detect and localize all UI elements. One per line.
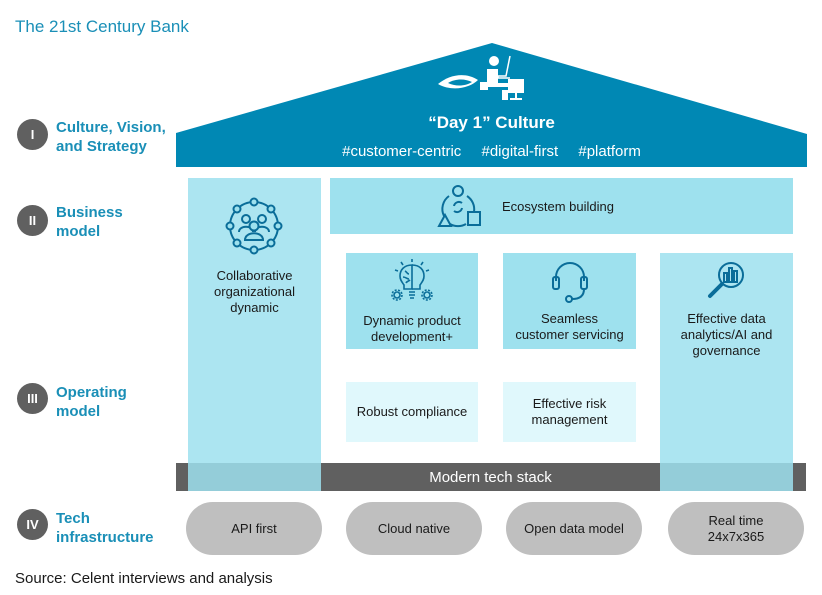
layer-label-operating: Operating model [56,384,127,420]
team-network-icon [224,196,284,256]
ecosystem-label: Ecosystem building [502,199,614,214]
layer-badge-4: IV [17,509,48,540]
headset-icon [550,259,590,303]
customer-servicing-box: Seamless customer servicing [503,253,636,349]
dynamic-product-box: Dynamic product development+ [346,253,478,349]
ecosystem-building-box: Ecosystem building [330,178,793,234]
source-note: Source: Celent interviews and analysis [15,570,273,587]
page-title: The 21st Century Bank [15,17,189,36]
tag-digital-first: #digital-first [481,143,559,160]
roof [176,43,807,167]
risk-management-box: Effective risk management [503,382,636,442]
pill-api-first: API first [186,502,322,555]
layer-label-business: Business model [56,204,123,240]
roof-tags: #customer-centric #digital-first #platfo… [176,143,807,160]
pill-real-time: Real time 24x7x365 [668,502,804,555]
tag-platform: #platform [578,143,641,160]
robust-compliance-box: Robust compliance [346,382,478,442]
collaborative-label: Collaborative organizational dynamic [214,268,295,315]
ecosystem-cycle-icon [436,184,484,228]
pill-cloud-native: Cloud native [346,502,482,555]
pillar-collaborative: Collaborative organizational dynamic [188,178,321,491]
roof-title: “Day 1” Culture [428,113,555,132]
layer-badge-1: I [17,119,48,150]
roof-shape [176,43,807,167]
analytics-label: Effective data analytics/AI and governan… [680,311,773,358]
person-at-desk-icon [436,52,530,102]
layer-badge-3: III [17,383,48,414]
brain-bulb-gears-icon [387,257,437,303]
layer-badge-2: II [17,205,48,236]
layer-label-culture: Culture, Vision, and Strategy [56,119,166,155]
tag-customer-centric: #customer-centric [342,143,462,160]
pillar-analytics: Effective data analytics/AI and governan… [660,253,793,491]
pill-open-data-model: Open data model [506,502,642,555]
layer-label-tech: Tech infrastructure [56,510,154,546]
tech-stack-label: Modern tech stack [429,468,552,486]
magnifier-chart-icon [706,259,748,301]
